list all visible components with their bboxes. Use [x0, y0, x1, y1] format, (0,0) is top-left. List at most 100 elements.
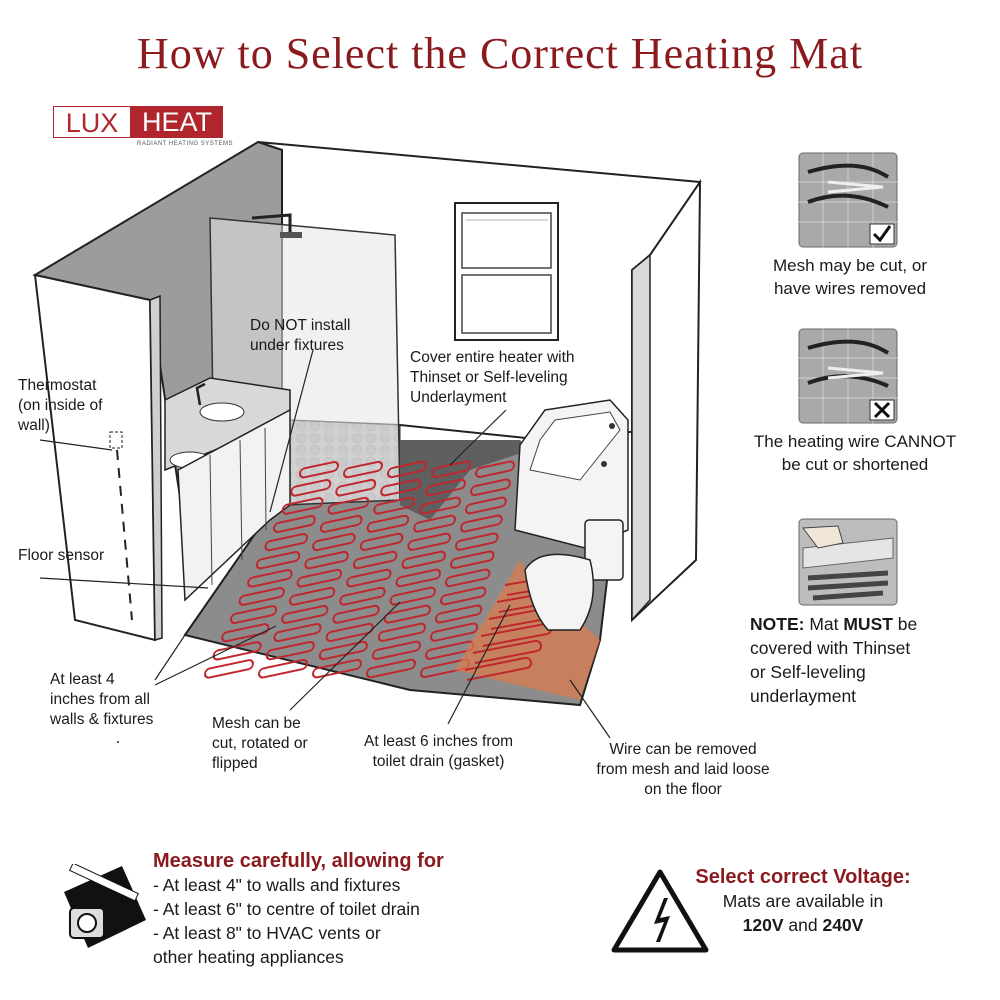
measure-item: other heating appliances: [153, 947, 344, 967]
luxheat-logo: LUX HEAT RADIANT HEATING SYSTEMS: [53, 106, 232, 147]
mat-loop: [460, 514, 503, 533]
mat-loop: [430, 622, 479, 642]
mat-loop: [264, 533, 309, 552]
mat-loop: [346, 568, 392, 588]
mat-loop: [281, 497, 324, 515]
mat-loop: [395, 568, 441, 588]
measure-block: Measure carefully, allowing for - At lea…: [153, 850, 444, 969]
mat-loop: [470, 478, 511, 497]
mat-loop: [221, 623, 270, 643]
thinset-cover-image: [798, 518, 898, 606]
mat-loop: [327, 496, 370, 515]
wire-no-cut-image: [798, 328, 898, 424]
mat-loop: [247, 569, 293, 588]
mat-loop: [281, 604, 329, 624]
logo-tagline: RADIANT HEATING SYSTEMS: [137, 141, 233, 147]
mat-loop: [352, 550, 398, 570]
callout-cover-heater: Cover entire heater with Thinset or Self…: [410, 349, 575, 406]
cross-icon: [873, 401, 891, 419]
toilet-tank: [584, 519, 624, 581]
callout-floor-sensor: Floor sensor: [18, 547, 105, 564]
note-caption: NOTE: Mat MUST be covered with Thinset o…: [750, 614, 918, 706]
voltage-block: Select correct Voltage: Mats are availab…: [668, 866, 938, 937]
mat-loop: [387, 460, 427, 479]
mat-loop: [339, 586, 386, 606]
mat-loop: [380, 478, 422, 497]
mat-loop: [299, 460, 339, 479]
callout-wire-removed: Wire can be removed from mesh and laid l…: [596, 741, 770, 798]
callout-do-not-install: Do NOT install under fixtures: [250, 317, 351, 354]
tape-measure-icon: [64, 864, 146, 948]
mat-loop: [419, 496, 462, 515]
callout-at-least-6: At least 6 inches from toilet drain (gas…: [364, 733, 514, 770]
toilet-bowl: [524, 553, 595, 631]
mat-loop: [325, 622, 374, 642]
mat-loop: [373, 496, 416, 515]
voltage-heading: Select correct Voltage:: [695, 866, 911, 888]
mat-loop: [366, 514, 410, 533]
mat-loop: [204, 659, 254, 679]
voltage-240: 240V: [822, 915, 864, 935]
heating-mat: [204, 460, 515, 679]
callout-mesh-cut: Mesh can be cut, rotated or flipped: [212, 715, 308, 772]
mat-loop: [273, 515, 316, 534]
leader-lines: [39, 349, 611, 739]
mesh-cut-image: [798, 152, 898, 248]
callout-thermostat: Thermostat (on inside of wall): [18, 377, 103, 434]
mat-loop: [359, 532, 404, 551]
mat-loop: [335, 478, 377, 497]
mat-loop: [238, 587, 285, 606]
measure-heading: Measure carefully, allowing for: [153, 850, 444, 872]
mat-loop: [377, 622, 426, 642]
mat-loop: [265, 640, 315, 661]
loose-wire: [464, 656, 533, 681]
mat-loop: [296, 568, 343, 588]
mat-loop: [304, 550, 349, 570]
mat-loop: [413, 514, 457, 533]
mat-loop: [319, 514, 363, 533]
measure-item: - At least 8" to HVAC vents or: [153, 923, 381, 943]
front-left-wall: [33, 273, 157, 642]
mat-loop: [450, 550, 495, 569]
mat-loop: [273, 622, 322, 643]
mat-loop: [465, 496, 507, 515]
mat-loop: [440, 586, 487, 606]
loose-wire: [472, 639, 543, 664]
mat-loop: [401, 550, 447, 570]
measure-item: - At least 6" to centre of toilet drain: [153, 899, 420, 919]
mat-loop: [318, 640, 368, 661]
mat-loop: [455, 532, 499, 551]
check-icon: [872, 225, 892, 243]
mat-loop: [312, 532, 356, 552]
mat-loop: [389, 586, 436, 606]
mat-loop: [258, 658, 308, 679]
voltage-120: 120V: [742, 915, 784, 935]
mat-loop: [383, 604, 431, 624]
voltage-line: Mats are available in: [722, 891, 884, 911]
page-title: How to Select the Correct Heating Mat: [136, 29, 864, 78]
logo-heat-text: HEAT: [131, 106, 223, 138]
logo-lux-text: LUX: [53, 106, 131, 138]
mat-loop: [425, 478, 467, 497]
mat-loop: [229, 605, 278, 625]
thermostat-box: [109, 431, 123, 449]
mesh-cut-caption: Mesh may be cut, or have wires removed: [772, 256, 927, 298]
vanity-cabinet: [177, 408, 291, 602]
mat-loop: [332, 604, 380, 624]
mat-loop: [435, 604, 483, 624]
mat-loop: [475, 460, 515, 478]
must-text: MUST: [843, 614, 893, 634]
callout-at-least-4: At least 4 inches from all walls & fixtu…: [50, 671, 154, 728]
mat-loop: [255, 551, 301, 570]
mat-loop: [445, 568, 491, 588]
mat-loop: [288, 586, 336, 606]
mat-loop: [407, 532, 452, 551]
mat-loop: [290, 479, 332, 497]
warning-icon: [611, 869, 709, 953]
mat-loop: [371, 640, 421, 661]
note-label: NOTE:: [750, 614, 805, 634]
mat-loop: [366, 658, 416, 679]
mat-loop: [343, 460, 383, 479]
measure-item: - At least 4" to walls and fixtures: [153, 875, 401, 895]
